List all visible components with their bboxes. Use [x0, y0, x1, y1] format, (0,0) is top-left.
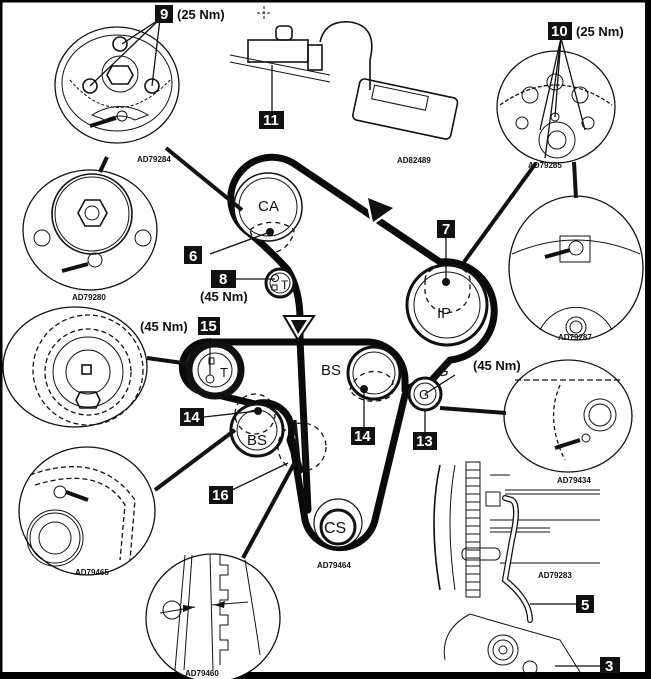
pulley-injection-pump: IP: [405, 263, 489, 347]
svg-text:13: 13: [416, 433, 433, 450]
detail-crank-tool: AD79283: [433, 461, 600, 623]
crosshair-icon: [257, 6, 271, 20]
callout-3: 3: [600, 657, 620, 675]
pulley-label-g-inner: G: [419, 387, 429, 402]
callout-13: 13 (45 Nm): [413, 358, 521, 450]
torque-label-15: (45 Nm): [140, 319, 188, 334]
callout-15: 15 (45 Nm): [140, 317, 220, 335]
pulley-label-bs-right: BS: [321, 362, 341, 379]
svg-text:10: 10: [551, 23, 568, 40]
ref-code-crank-tool: AD79283: [538, 571, 572, 580]
pulley-label-ca: CA: [258, 198, 279, 215]
svg-text:15: 15: [200, 318, 217, 335]
ref-code-belt-layout: AD79464: [317, 561, 351, 570]
detail-housing: [443, 613, 581, 676]
callout-14-left: 14: [180, 408, 204, 426]
pulley-label-t-left: T: [220, 365, 228, 380]
pulley-label-g: G: [437, 363, 449, 380]
svg-text:6: 6: [189, 248, 197, 265]
detail-cam-lock: AD79280: [22, 169, 158, 302]
ref-code-pump-lock: AD79287: [558, 333, 592, 342]
ref-code-balance-shaft: AD79465: [75, 568, 109, 577]
detail-balance-shaft: AD79465: [18, 446, 156, 577]
callout-10: 10 (25 Nm): [548, 22, 624, 40]
tension-gauge-tool: AD82489: [229, 21, 459, 165]
callout-14-right: 14: [351, 427, 375, 445]
ref-code-cam-sprocket: AD79284: [137, 155, 171, 164]
belt-mark-stripes: [293, 419, 308, 471]
svg-text:7: 7: [442, 221, 450, 238]
detail-cam-sprocket: AD79284: [54, 26, 180, 164]
pulley-tensioner-upper: T: [264, 267, 296, 299]
callout-8: 8 (45 Nm): [200, 270, 248, 304]
pulley-tensioner-left: T: [185, 338, 245, 400]
ref-code-cam-lock: AD79280: [72, 293, 106, 302]
pulley-label-ip: IP: [437, 305, 451, 322]
svg-text:14: 14: [354, 428, 371, 445]
pulley-label-t-upper: T: [281, 278, 289, 292]
belt-direction-arrow-upper: [364, 193, 399, 227]
torque-label-13: (45 Nm): [473, 358, 521, 373]
detail-tensioner-gear: [2, 306, 148, 428]
bottom-frame-bar: [0, 672, 651, 679]
svg-text:14: 14: [183, 409, 200, 426]
pulley-camshaft: CA: [233, 172, 303, 253]
callout-7: 7: [437, 220, 455, 238]
callout-6: 6: [184, 246, 202, 265]
svg-text:8: 8: [219, 271, 227, 288]
svg-text:16: 16: [212, 487, 229, 504]
svg-text:5: 5: [581, 597, 589, 614]
detail-belt-mark: AD79460: [145, 553, 281, 679]
ref-code-guide-roller: AD79434: [557, 476, 591, 485]
callout-16: 16: [209, 486, 233, 504]
svg-text:9: 9: [160, 6, 168, 23]
belt-direction-arrow-lower: [282, 315, 316, 342]
right-frame-bar: [645, 0, 651, 679]
callout-5: 5: [576, 595, 594, 614]
svg-text:11: 11: [263, 112, 279, 129]
ref-code-tension-gauge: AD82489: [397, 156, 431, 165]
svg-text:3: 3: [605, 658, 613, 675]
detail-pump-lock: AD79287: [508, 195, 644, 342]
pulley-label-bs-left: BS: [247, 432, 267, 449]
pulley-balance-shaft-right: BS: [321, 345, 402, 402]
ref-code-pump-sprocket: AD79285: [528, 161, 562, 170]
ref-code-belt-mark: AD79460: [185, 669, 219, 678]
callout-11: 11: [259, 111, 284, 129]
pulley-label-cs: CS: [324, 520, 346, 537]
callout-9: 9 (25 Nm): [155, 5, 225, 23]
pulley-crankshaft: CS: [313, 498, 363, 548]
torque-label-9: (25 Nm): [177, 7, 225, 22]
pulley-balance-shaft-left: BS: [229, 393, 285, 458]
leader-lines: [89, 18, 600, 667]
detail-guide-roller: AD79434: [503, 359, 633, 485]
torque-label-10: (25 Nm): [576, 24, 624, 39]
torque-label-8: (45 Nm): [200, 289, 248, 304]
